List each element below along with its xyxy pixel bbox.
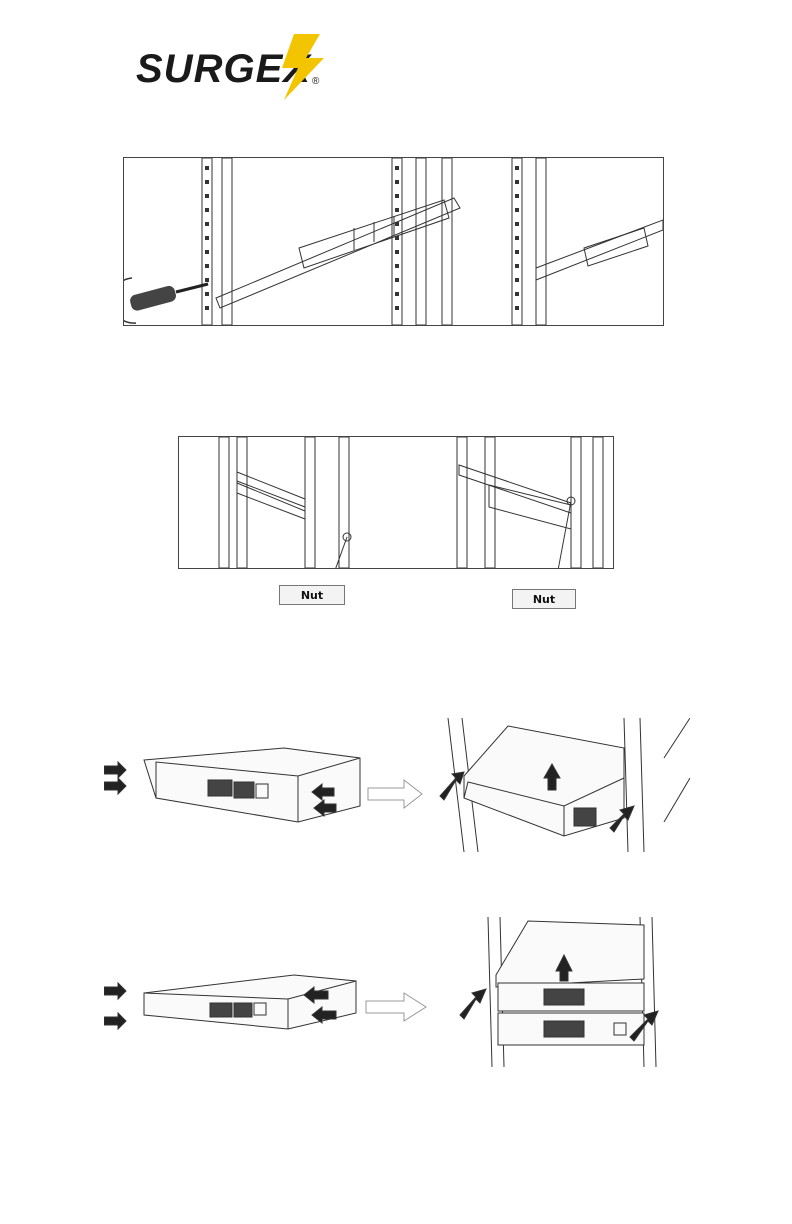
registered-mark: ®	[312, 76, 320, 87]
callout-nut-left: Nut	[279, 585, 345, 605]
figure-nut-placement	[178, 436, 614, 569]
figure-stacked-install	[104, 917, 664, 1067]
figure-rail-install	[123, 157, 664, 326]
screwdriver-icon	[124, 278, 208, 323]
callout-nut-right: Nut	[512, 589, 576, 609]
logo-wordmark: SURGEX	[136, 47, 312, 91]
figure-mount-ears	[104, 718, 690, 852]
brand-logo: SURGEX ®	[134, 34, 344, 100]
